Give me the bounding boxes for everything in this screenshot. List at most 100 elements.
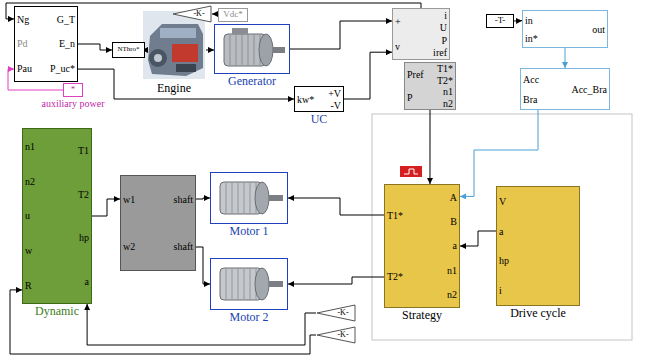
strategy-block: T1*T2*ABan1n2Strategy: [384, 184, 460, 308]
port-label: a: [85, 276, 89, 287]
goto-tag: -T-: [486, 14, 514, 28]
engine-pulley-hub: [154, 54, 162, 62]
gain-block: -K-: [172, 5, 212, 23]
port-label: u: [25, 210, 35, 221]
port-label: Vdc*: [223, 10, 243, 20]
block-label: Strategy: [402, 309, 442, 322]
gain-triangle: [316, 326, 356, 344]
port-label: G_T: [57, 14, 75, 25]
flag-block: [400, 166, 422, 177]
port-label: T1: [78, 145, 89, 156]
port-label: Acc: [523, 74, 539, 85]
block-label: Generator: [228, 75, 276, 88]
block-label: auxiliary power: [41, 98, 104, 109]
generator-terminal: [232, 28, 248, 34]
port-label: w: [25, 245, 35, 256]
gain-triangle-outline: [317, 305, 355, 321]
block-label: UC: [311, 113, 328, 126]
port-label: T2*: [437, 75, 453, 86]
port-label: -V: [330, 100, 341, 111]
port-label: shaft: [174, 194, 193, 205]
port-label: w2: [123, 241, 135, 252]
signal-line: [565, 48, 566, 68]
port-label: in: [525, 15, 538, 26]
port-label: P: [407, 92, 424, 103]
motor-endcap: [255, 268, 269, 300]
gain-triangle-outline: [173, 6, 211, 22]
port-label: n1: [25, 141, 35, 152]
port-label: -T-: [495, 16, 506, 26]
port-label: E_n: [59, 38, 75, 49]
block-label: Motor 2: [230, 311, 269, 324]
signal-line: [288, 277, 384, 284]
motor-fins: [226, 269, 256, 299]
signal-line: [87, 304, 316, 345]
generator-fins: [230, 35, 260, 65]
engine-background: [143, 11, 205, 79]
gain-label: -K-: [337, 331, 348, 340]
subsystem-frame: [372, 114, 632, 340]
input-block: inin*out: [522, 10, 608, 48]
flag-box: [400, 166, 422, 177]
signal-line: [196, 198, 210, 199]
ultracapacitor-block: kw*+V-VUC: [294, 86, 344, 112]
drive-cycle-block: VahpiDrive cycle: [496, 186, 580, 306]
auxiliary-power-block: *auxiliary power: [63, 83, 83, 97]
port-label: +: [395, 16, 401, 27]
motor-illustration: [220, 182, 283, 214]
throttle-block: NThro*: [112, 42, 145, 58]
shaft-block: w1w2shaftshaft: [120, 175, 196, 271]
port-label: n1: [447, 265, 457, 276]
engine-body: [148, 24, 203, 76]
motor-illustration: [220, 268, 283, 300]
port-label: A: [450, 192, 457, 203]
port-label: hp: [499, 255, 509, 266]
signal-line: [460, 110, 538, 196]
block-label: Motor 1: [230, 225, 269, 238]
port-label: Ng: [17, 14, 32, 25]
port-label: kw*: [297, 94, 314, 105]
signal-line: [206, 49, 214, 50]
port-label: Acc_Bra: [571, 84, 607, 95]
motor-block: Motor 1: [210, 172, 288, 224]
signal-line: [514, 20, 522, 21]
engine-sump: [176, 64, 196, 72]
motor-block: Motor 2: [210, 258, 288, 310]
port-label: Pref: [407, 69, 424, 80]
port-label: NThro*: [117, 46, 139, 54]
flag-glyph: [404, 169, 418, 174]
signal-line: [460, 231, 496, 246]
measurement-block: +viUPiref: [392, 8, 450, 60]
signal-line: [288, 198, 384, 215]
signal-line: [429, 110, 430, 184]
signal-line: [78, 44, 112, 50]
block-label: Engine: [157, 82, 191, 95]
generator-endcap: [259, 34, 273, 66]
port-label: w1: [123, 194, 135, 205]
port-label: P_uc*: [50, 63, 75, 74]
port-label: T1*: [387, 210, 403, 221]
port-label: a: [453, 240, 457, 251]
motor-endcap: [255, 182, 269, 214]
power-reference-block: PrefPT1*T2*n1n2: [404, 62, 456, 110]
block-label: Drive cycle: [510, 307, 566, 320]
motor-shaft: [269, 195, 283, 201]
port-label: Pau: [17, 63, 32, 74]
generator-block: Generator: [214, 24, 290, 74]
signal-line: [290, 21, 392, 49]
port-label: R: [25, 280, 35, 291]
engine-block: Engine: [142, 10, 206, 80]
signal-line: [196, 247, 210, 284]
gain-triangle-outline: [317, 327, 355, 343]
port-label: v: [395, 41, 401, 52]
signal-line: [92, 199, 120, 216]
port-label: +V: [328, 88, 341, 99]
vehicle-dynamics-block: n1n2uwRT1T2hpaDynamic: [22, 128, 92, 304]
gain-triangle: [172, 5, 212, 23]
generator-illustration: [224, 28, 285, 66]
port-label: U: [440, 22, 447, 33]
port-label: T2: [78, 189, 89, 200]
pedal-block: AccBraAcc_Bra: [520, 68, 610, 110]
port-label: n2: [25, 176, 35, 187]
engine-head: [160, 28, 196, 38]
